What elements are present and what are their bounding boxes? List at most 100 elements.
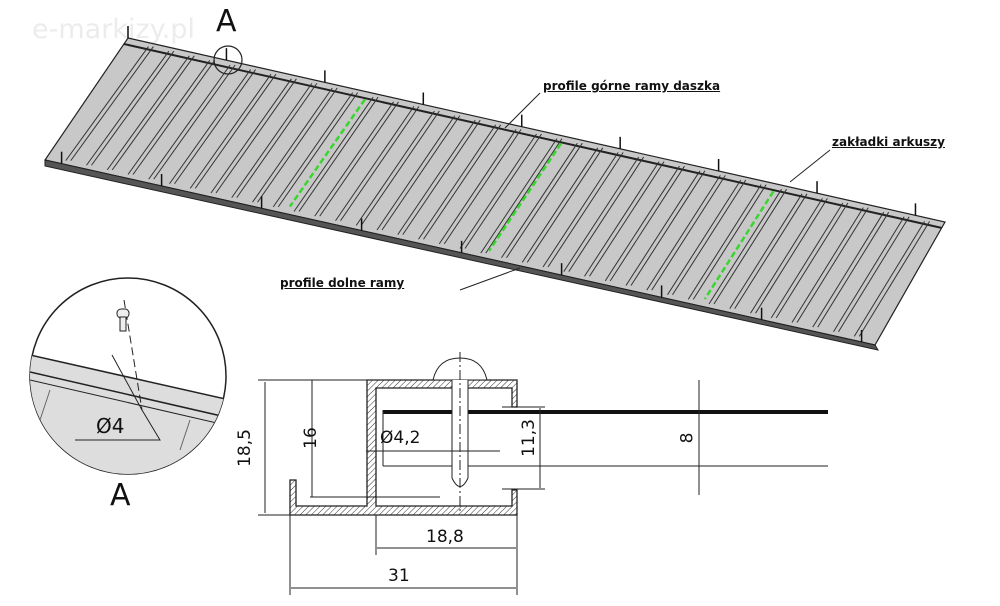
slat-line [215, 78, 297, 194]
slat-line [506, 142, 583, 259]
detail-a [29, 277, 227, 475]
slat-line [194, 73, 277, 189]
slat-line [319, 101, 399, 217]
slat-line [355, 110, 435, 226]
lower-frame-profile [44, 159, 880, 351]
dim-sheet-thickness: 8 [677, 432, 698, 444]
slat-line [791, 207, 864, 323]
dim-total-height: 18,5 [234, 429, 255, 467]
slat-line [604, 165, 680, 282]
screws [60, 26, 917, 343]
slat-line [646, 175, 721, 291]
slat-line [589, 161, 665, 277]
slat-line [480, 138, 558, 254]
detail-title: A [110, 478, 131, 513]
slat-line [376, 115, 456, 231]
slat-line [651, 175, 726, 291]
dim-box-width: 18,8 [426, 527, 464, 547]
slat-line [418, 124, 497, 240]
slat-line [111, 55, 195, 171]
slat-line [189, 73, 272, 189]
sheet-overlaps [288, 98, 775, 300]
slat-line [252, 87, 333, 203]
slat-line [609, 165, 685, 282]
sheet-overlap-line [288, 98, 366, 208]
slat-line [438, 129, 517, 245]
slat-line [293, 96, 374, 212]
slat-line [236, 83, 318, 198]
slat-line [381, 115, 461, 231]
slat-line [210, 78, 292, 194]
dim-total-width: 31 [388, 566, 410, 586]
label-lower-profiles: profile dolne ramy [280, 276, 405, 290]
slat-line [314, 101, 394, 217]
slat-line [750, 198, 823, 314]
slat-line [174, 69, 256, 185]
slats [65, 46, 931, 337]
slat-line [833, 216, 905, 333]
slat-line [521, 147, 599, 263]
slat-line [755, 198, 828, 314]
slat-line [838, 216, 910, 333]
slat-line [65, 46, 149, 161]
slat-line [397, 119, 476, 235]
slat-line [568, 156, 645, 272]
slat-line [443, 129, 522, 245]
slat-line [708, 188, 783, 305]
slat-line [257, 87, 338, 203]
slat-line [106, 55, 190, 171]
slat-line [231, 83, 313, 198]
label-sheet-overlaps: zakładki arkuszy [832, 135, 945, 149]
slat-line [853, 221, 926, 337]
slat-line [335, 106, 415, 222]
slat-line [547, 152, 624, 268]
slat-line [817, 211, 890, 328]
leader-overlap [789, 149, 831, 183]
slat-line [584, 161, 660, 277]
upper-frame-profile [123, 43, 943, 229]
slat-line [132, 60, 216, 175]
slat-line [464, 133, 542, 249]
detail-a-marker-circle [213, 45, 243, 75]
slat-line [402, 119, 481, 235]
slat-line [729, 193, 803, 309]
slat-line [858, 221, 931, 337]
slat-line [770, 202, 844, 319]
slat-line [360, 110, 440, 226]
slat-line [734, 193, 808, 309]
detail-marker-label: A [216, 4, 237, 39]
dim-hole-diameter: Ø4,2 [380, 428, 421, 448]
slat-line [667, 179, 742, 296]
slat-line [563, 156, 640, 272]
dim-inner-height: 16 [300, 427, 321, 449]
slat-line [812, 211, 885, 328]
slat-line [277, 92, 359, 208]
slat-line [485, 138, 563, 254]
dim-slot-height: 11,3 [518, 419, 539, 457]
slat-line [70, 46, 154, 161]
label-upper-profiles: profile górne ramy daszka [543, 79, 721, 93]
slat-line [630, 170, 706, 286]
sheet-overlap-line [703, 190, 775, 300]
slat-line [796, 207, 869, 323]
profile-cross-section [258, 352, 828, 595]
detail-hole-dimension: Ø4 [96, 414, 125, 438]
slat-line [687, 184, 762, 300]
slat-line [91, 50, 175, 166]
slat-line [340, 106, 420, 222]
watermark: e-markizy.pl [32, 14, 195, 45]
slat-line [423, 124, 502, 240]
slat-line [153, 64, 236, 180]
leader-upper [504, 92, 541, 129]
slat-line [148, 64, 231, 180]
slat-line [272, 92, 354, 208]
slat-line [86, 50, 170, 166]
sheet-overlap-line [488, 142, 563, 252]
slat-line [692, 184, 767, 300]
slat-line [526, 147, 604, 263]
slat-line [775, 202, 849, 319]
slat-line [625, 170, 701, 286]
slat-line [713, 188, 788, 305]
